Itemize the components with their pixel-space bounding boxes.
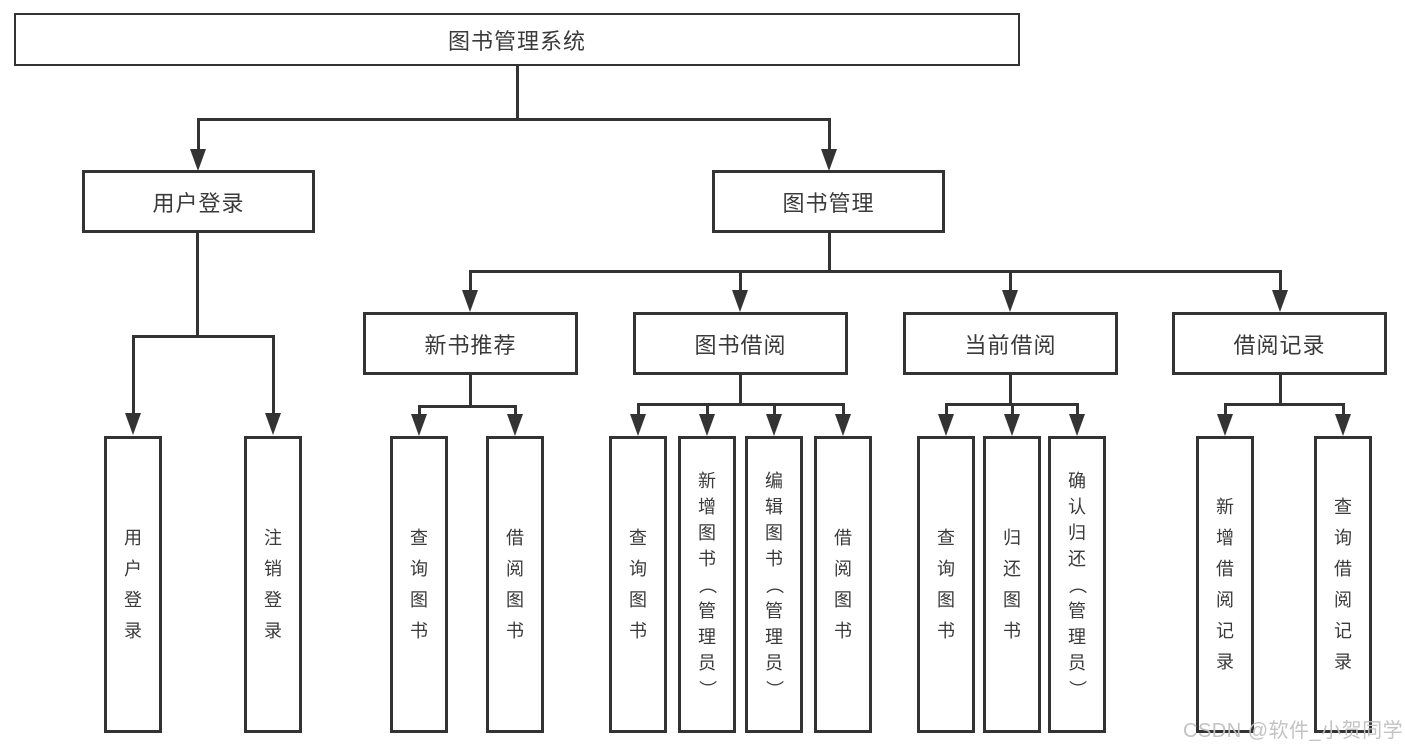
- connector-line: [637, 403, 844, 406]
- node-logout-action: 注销登录: [244, 436, 302, 733]
- node-query-borrow-record: 查询借阅记录: [1314, 436, 1372, 733]
- node-confirm-return-admin: 确认归还（管理员）: [1048, 436, 1106, 733]
- arrow-down-icon: [1272, 290, 1288, 312]
- connector-line: [1011, 403, 1014, 416]
- node-borrow-books-2: 借阅图书: [814, 436, 872, 733]
- node-book-management: 图书管理: [712, 170, 945, 233]
- connector-line: [1279, 270, 1282, 292]
- node-library-management-system: 图书管理系统: [14, 13, 1020, 66]
- connector-line: [1076, 403, 1079, 416]
- connector-line: [516, 66, 519, 119]
- connector-line: [706, 403, 709, 416]
- connector-line: [469, 375, 472, 407]
- arrow-down-icon: [125, 413, 141, 435]
- connector-line: [1224, 403, 1344, 406]
- arrow-down-icon: [462, 290, 478, 312]
- node-query-books-2: 查询图书: [609, 436, 667, 733]
- connector-line: [197, 118, 200, 151]
- arrow-down-icon: [699, 414, 715, 436]
- connector-line: [945, 403, 948, 416]
- connector-line: [637, 403, 640, 416]
- csdn-watermark: CSDN @软件_小贺同学: [1183, 720, 1404, 742]
- node-borrow-books-1: 借阅图书: [486, 436, 544, 733]
- node-label: 图书管理系统: [447, 28, 586, 54]
- node-query-books-3: 查询图书: [917, 436, 975, 733]
- connector-line: [272, 335, 275, 415]
- node-return-books: 归还图书: [983, 436, 1041, 733]
- node-user-login-action: 用户登录: [104, 436, 162, 733]
- arrow-down-icon: [732, 290, 748, 312]
- node-new-book-recommend: 新书推荐: [363, 312, 578, 375]
- connector-line: [469, 270, 1281, 273]
- node-current-borrowing: 当前借阅: [903, 312, 1118, 375]
- connector-line: [1009, 270, 1012, 292]
- node-label: 借阅记录: [1233, 332, 1326, 358]
- node-user-login: 用户登录: [82, 170, 315, 233]
- node-label: 图书管理: [782, 190, 875, 216]
- arrow-down-icon: [630, 414, 646, 436]
- node-edit-books-admin: 编辑图书（管理员）: [745, 436, 803, 733]
- arrow-down-icon: [507, 414, 523, 436]
- arrow-down-icon: [265, 413, 281, 435]
- arrow-down-icon: [411, 414, 427, 436]
- connector-line: [418, 405, 421, 416]
- connector-line: [828, 233, 831, 272]
- node-label: 用户登录: [152, 190, 245, 216]
- connector-line: [828, 118, 831, 151]
- node-add-borrow-record: 新增借阅记录: [1196, 436, 1254, 733]
- node-label: 图书借阅: [694, 332, 787, 358]
- arrow-down-icon: [938, 414, 954, 436]
- connector-line: [418, 405, 516, 408]
- connector-line: [197, 118, 830, 121]
- node-add-books-admin: 新增图书（管理员）: [678, 436, 736, 733]
- connector-line: [773, 403, 776, 416]
- node-query-books-1: 查询图书: [390, 436, 448, 733]
- arrow-down-icon: [821, 149, 837, 171]
- arrow-down-icon: [1217, 414, 1233, 436]
- connector-line: [469, 270, 472, 292]
- connector-line: [1224, 403, 1227, 416]
- connector-line: [842, 403, 845, 416]
- connector-line: [514, 405, 517, 416]
- connector-line: [739, 270, 742, 292]
- connector-line: [132, 335, 135, 415]
- arrow-down-icon: [835, 414, 851, 436]
- connector-line: [132, 335, 274, 338]
- arrow-down-icon: [1335, 414, 1351, 436]
- connector-line: [1279, 375, 1282, 405]
- arrow-down-icon: [766, 414, 782, 436]
- connector-line: [739, 375, 742, 405]
- connector-line: [1009, 375, 1012, 405]
- node-borrowing-records: 借阅记录: [1172, 312, 1387, 375]
- node-label: 当前借阅: [964, 332, 1057, 358]
- arrow-down-icon: [1004, 414, 1020, 436]
- node-book-borrowing: 图书借阅: [633, 312, 848, 375]
- connector-line: [1342, 403, 1345, 416]
- connector-line: [196, 233, 199, 337]
- arrow-down-icon: [1069, 414, 1085, 436]
- arrow-down-icon: [190, 149, 206, 171]
- node-label: 新书推荐: [424, 332, 517, 358]
- arrow-down-icon: [1002, 290, 1018, 312]
